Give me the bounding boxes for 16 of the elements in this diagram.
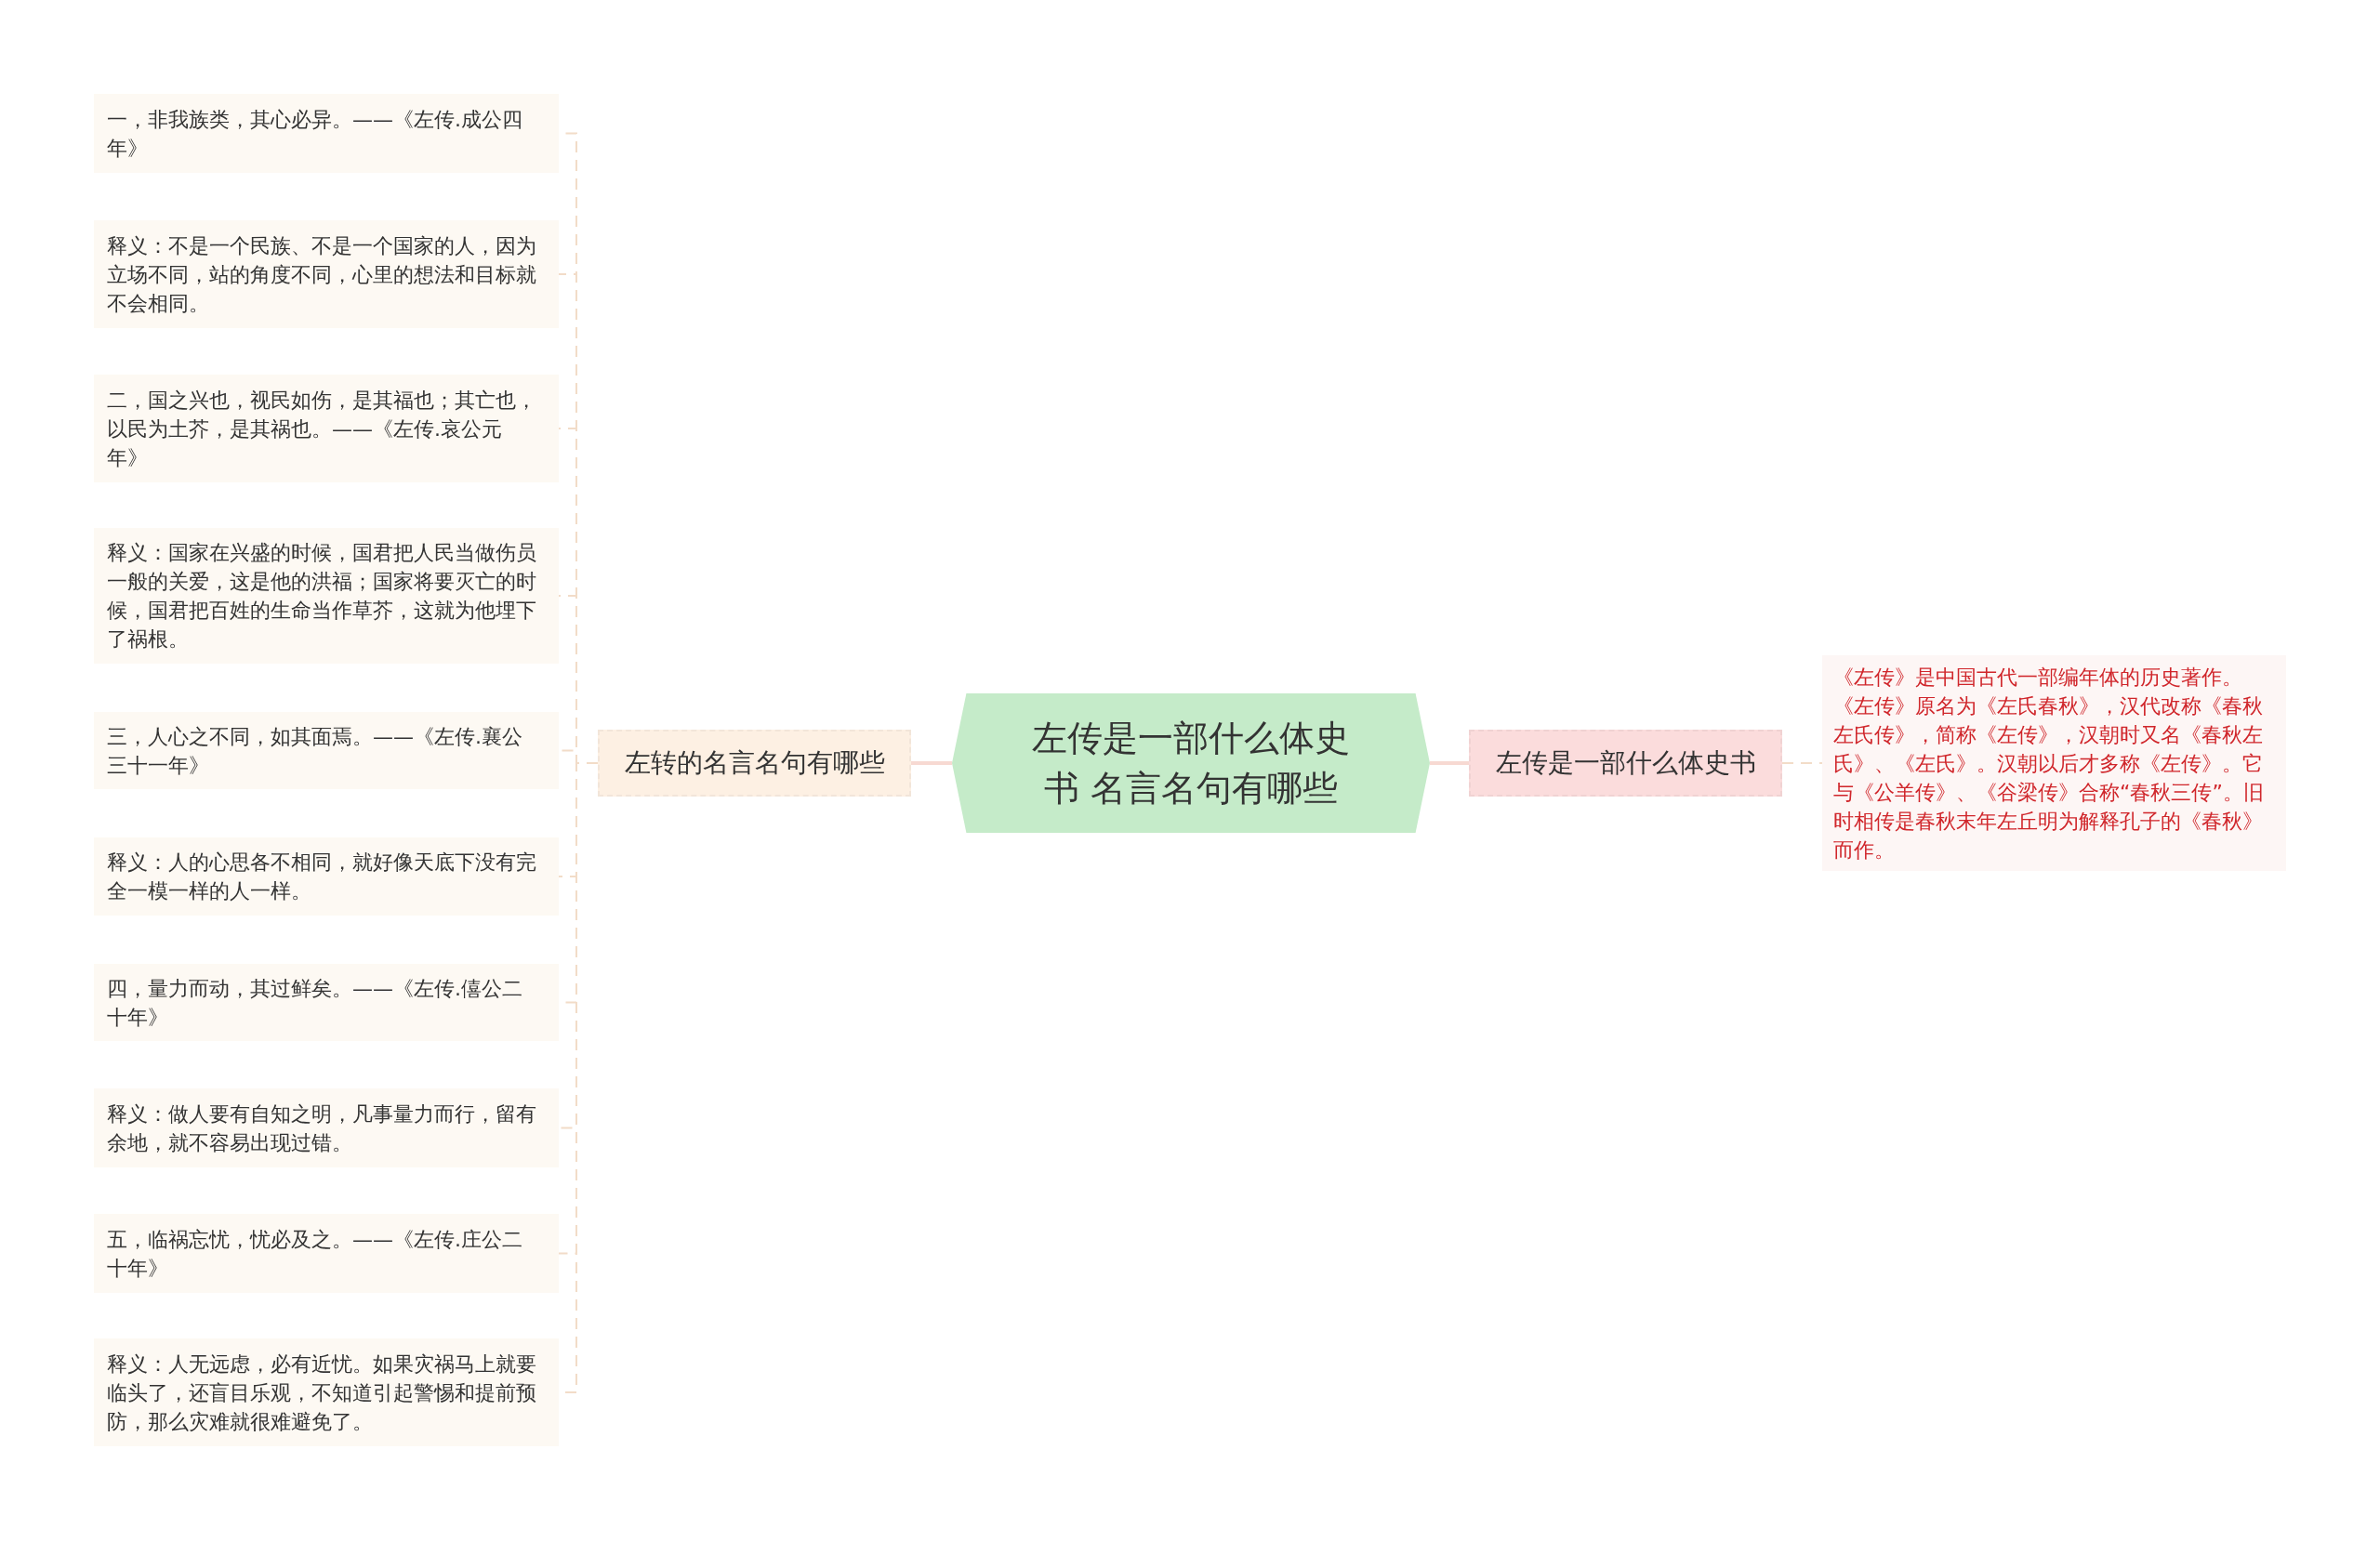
- note-box: 四，量力而动，其过鲜矣。——《左传.僖公二十年》: [94, 964, 559, 1041]
- branch-box: 左转的名言名句有哪些: [598, 730, 911, 797]
- note-box: 释义：做人要有自知之明，凡事量力而行，留有余地，就不容易出现过错。: [94, 1088, 559, 1167]
- connector-line: [1781, 762, 1823, 764]
- note-box: 释义：国家在兴盛的时候，国君把人民当做伤员一般的关爱，这是他的洪福；国家将要灭亡的时候，国君把百姓的生命当作草芥，这就为他埋下了祸根。: [94, 528, 559, 664]
- note-box: 五，临祸忘忧，忧必及之。——《左传.庄公二十年》: [94, 1214, 559, 1293]
- connector-line: [911, 761, 952, 765]
- note-box: 释义：人的心思各不相同，就好像天底下没有完全一模一样的人一样。: [94, 837, 559, 916]
- note-box: 释义：人无远虑，必有近忧。如果灾祸马上就要临头了，还盲目乐观，不知道引起警惕和提前预防，那么灾难就很难避免了。: [94, 1338, 559, 1446]
- connector-line: [1430, 761, 1469, 765]
- note-box: 二，国之兴也，视民如伤，是其福也；其亡也，以民为土芥，是其祸也。——《左传.哀公元年》: [94, 375, 559, 482]
- note-box: 释义：不是一个民族、不是一个国家的人，因为立场不同，站的角度不同，心里的想法和目标就不会相同。: [94, 220, 559, 328]
- note-box: 《左传》是中国古代一部编年体的历史著作。《左传》原名为《左氏春秋》，汉代改称《春秋左氏传》，简称《左传》，汉朝时又名《春秋左氏》、《左氏》。汉朝以后才多称《左传》。它与《公羊传》、《谷梁传》合称“春秋三传”。旧时相传是春秋末年左丘明为解释孔子的《春秋》而作。: [1822, 655, 2286, 871]
- branch-box: 左传是一部什么体史书: [1469, 730, 1782, 797]
- note-box: 一，非我族类，其心必异。——《左传.成公四年》: [94, 94, 559, 173]
- note-box: 三，人心之不同，如其面焉。——《左传.襄公三十一年》: [94, 712, 559, 789]
